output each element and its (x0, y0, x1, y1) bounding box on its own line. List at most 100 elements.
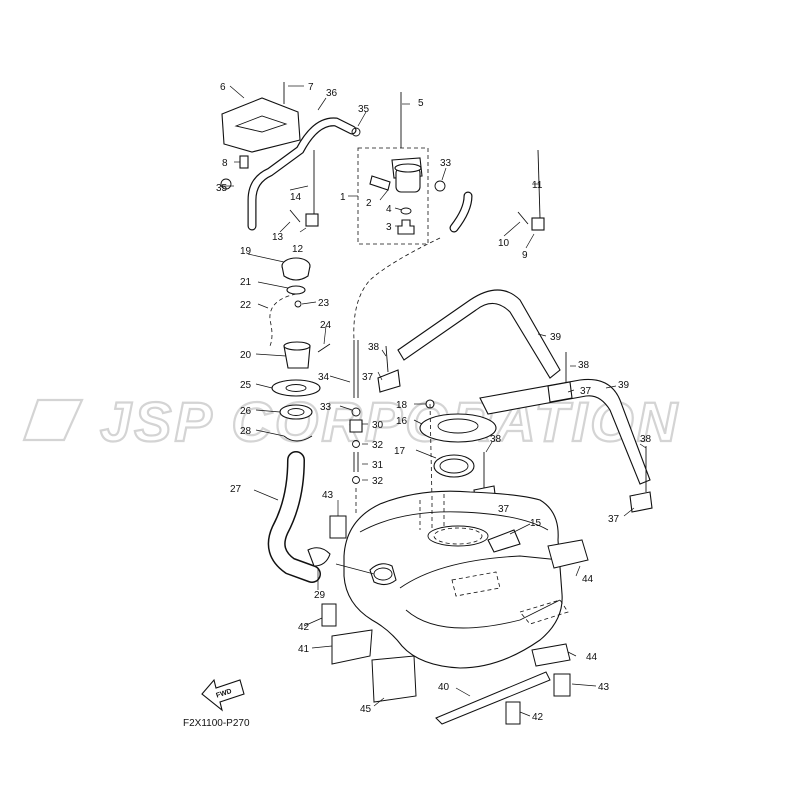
part-callout-32: 32 (372, 440, 384, 451)
clip-lower (352, 476, 360, 484)
tank-sender-opening (427, 525, 489, 547)
neck-gasket (279, 404, 313, 420)
part-callout-39: 39 (618, 380, 630, 391)
part-callout-37: 37 (498, 504, 510, 515)
part-callout-41: 41 (298, 644, 310, 655)
part-callout-34: 34 (318, 372, 330, 383)
hose-routing-line (353, 237, 441, 341)
tether-chain (269, 293, 297, 347)
part-callout-11: 11 (532, 180, 543, 191)
part-callout-5: 5 (418, 98, 424, 109)
part-callout-33: 33 (440, 158, 452, 169)
strap-clip-left (305, 213, 319, 227)
part-callout-37: 37 (362, 372, 374, 383)
watermark-text: JSP CORPORATION (100, 390, 680, 453)
part-callout-43: 43 (598, 682, 610, 693)
part-callout-32: 32 (372, 476, 384, 487)
pad-40 (435, 671, 551, 725)
part-callout-42: 42 (532, 712, 544, 723)
tank-pads (303, 500, 597, 725)
part-callout-16: 16 (396, 416, 408, 427)
pad-43-upper (329, 515, 347, 539)
part-callout-9: 9 (522, 250, 528, 261)
check-valve (349, 419, 363, 433)
watermark: JSP CORPORATION (22, 389, 680, 454)
part-callout-22: 22 (240, 300, 252, 311)
part-callout-3: 3 (386, 222, 392, 233)
vent-cover (221, 97, 301, 153)
part-callout-8: 8 (222, 158, 228, 169)
part-callout-38: 38 (490, 434, 502, 445)
part-callout-45: 45 (360, 704, 372, 715)
fuel-filter-assembly (348, 92, 429, 245)
part-callout-20: 20 (240, 350, 252, 361)
neck-screw (317, 343, 331, 353)
strap-clip-right (531, 217, 545, 231)
strap-bracket-b (547, 381, 573, 403)
part-callout-38: 38 (368, 342, 380, 353)
part-callout-6: 6 (220, 82, 226, 93)
part-callout-37: 37 (580, 386, 592, 397)
clamp-filter (434, 180, 446, 192)
clamp-upper (351, 127, 361, 137)
part-callout-2: 2 (366, 198, 372, 209)
filter-plate (369, 175, 391, 191)
part-callout-17: 17 (394, 446, 406, 457)
filter-cap (394, 163, 422, 173)
filler-neck-components (247, 253, 331, 590)
sender-components (329, 340, 368, 514)
hose-clamp-lower (307, 547, 331, 567)
small-screw (294, 300, 302, 308)
part-callout-35: 35 (358, 104, 370, 115)
part-callout-37: 37 (608, 514, 620, 525)
part-callout-15: 15 (530, 518, 542, 529)
part-callout-28: 28 (240, 426, 252, 437)
part-callout-38: 38 (640, 434, 652, 445)
part-callout-7: 7 (308, 82, 314, 93)
pad-44-upper (547, 539, 589, 569)
pad-45 (371, 655, 417, 703)
tank-pad-top (487, 529, 521, 553)
part-callout-42: 42 (298, 622, 310, 633)
part-callout-24: 24 (320, 320, 332, 331)
pad-42-left (321, 603, 337, 627)
pad-44-lower (531, 643, 571, 667)
part-callout-21: 21 (240, 277, 252, 288)
clip-upper (352, 440, 360, 448)
strap-rear (479, 378, 651, 485)
part-callout-40: 40 (438, 682, 450, 693)
fuel-tank (335, 490, 569, 669)
part-callout-12: 12 (292, 244, 304, 255)
part-callout-35: 35 (216, 183, 228, 194)
part-callout-39: 39 (550, 332, 562, 343)
part-callout-44: 44 (582, 574, 594, 585)
part-callout-44: 44 (586, 652, 598, 663)
part-callout-23: 23 (318, 298, 330, 309)
sender-plate (419, 413, 497, 443)
part-callout-10: 10 (498, 238, 510, 249)
part-callout-25: 25 (240, 380, 252, 391)
strap-bracket-a (377, 369, 401, 393)
pad-42-right (505, 701, 521, 725)
grommet (351, 407, 361, 417)
part-callout-30: 30 (372, 420, 384, 431)
part-callout-14: 14 (290, 192, 302, 203)
diagram-code: F2X1100-P270 (183, 718, 250, 729)
part-callout-29: 29 (314, 590, 326, 601)
fwd-label: FWD (215, 688, 232, 700)
part-callout-27: 27 (230, 484, 242, 495)
part-callout-33: 33 (320, 402, 332, 413)
part-callout-43: 43 (322, 490, 334, 501)
part-callout-18: 18 (396, 400, 408, 411)
part-callout-31: 31 (372, 460, 384, 471)
strap-front (397, 289, 561, 379)
hose-joint (239, 155, 249, 169)
tank-filler-port (369, 563, 397, 586)
fuel-sender-plate (413, 399, 497, 501)
neck-seal-plate (271, 379, 321, 397)
part-callout-1: 1 (340, 192, 346, 203)
vent-cover-and-hoses (220, 82, 545, 341)
drain-plug (397, 219, 415, 235)
part-callout-36: 36 (326, 88, 338, 99)
